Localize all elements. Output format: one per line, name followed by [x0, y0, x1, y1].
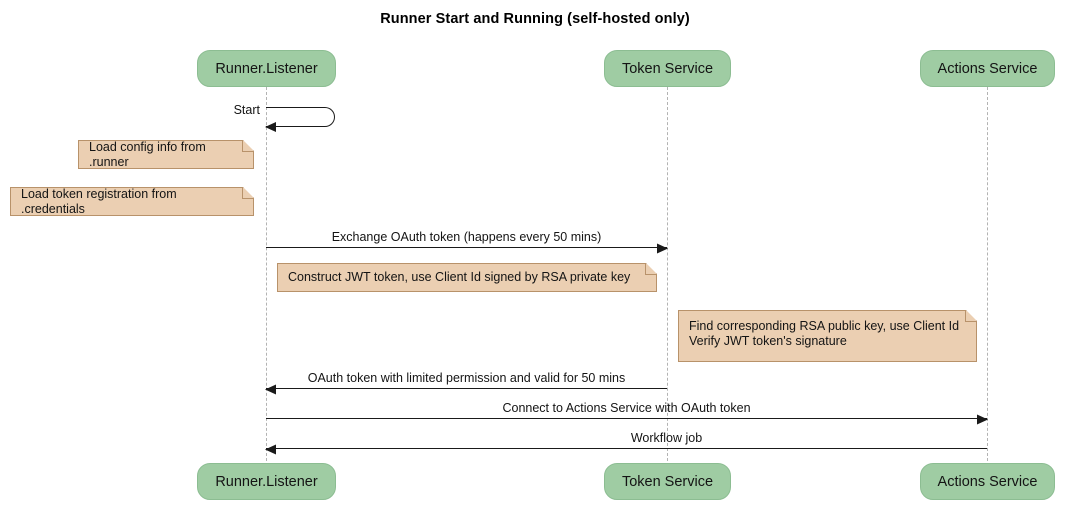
- arrow-head-icon: [265, 444, 276, 455]
- note-fold-icon: [243, 187, 254, 198]
- participant-actions-top[interactable]: Actions Service: [920, 50, 1055, 87]
- note-fold-corner-icon: [645, 263, 657, 275]
- message-line: [266, 388, 667, 389]
- note-text: Find corresponding RSA public key, use C…: [689, 319, 960, 348]
- note-text: Construct JWT token, use Client Id signe…: [288, 270, 631, 284]
- participant-label: Runner.Listener: [215, 60, 318, 77]
- message-exchange-oauth-token: Exchange OAuth token (happens every 50 m…: [266, 222, 668, 254]
- note-text: Load config info from .runner: [89, 139, 206, 169]
- note-construct-jwt: Construct JWT token, use Client Id signe…: [277, 263, 657, 292]
- participant-label: Runner.Listener: [215, 473, 318, 490]
- note-text: Load token registration from .credential…: [21, 186, 177, 216]
- note-fold-corner-icon: [242, 140, 254, 152]
- note-fold-icon: [646, 263, 657, 274]
- message-line: [266, 418, 987, 419]
- message-workflow-job: Workflow job: [265, 423, 987, 455]
- participant-label: Token Service: [621, 60, 714, 77]
- note-load-config: Load config info from .runner: [78, 140, 254, 169]
- arrow-head-icon: [265, 384, 276, 395]
- lifeline-actions: [987, 87, 988, 461]
- participant-label: Actions Service: [937, 60, 1038, 77]
- note-fold-icon: [966, 310, 977, 321]
- participant-label: Actions Service: [937, 473, 1038, 490]
- participant-label: Token Service: [621, 473, 714, 490]
- participant-runner-bottom[interactable]: Runner.Listener: [197, 463, 336, 500]
- self-message-start-label: Start: [233, 103, 260, 117]
- arrow-head-icon: [977, 414, 988, 425]
- message-line: [266, 247, 667, 248]
- lifeline-token: [667, 87, 668, 461]
- participant-token-top[interactable]: Token Service: [604, 50, 731, 87]
- message-label: OAuth token with limited permission and …: [307, 371, 626, 385]
- arrow-head-icon: [657, 243, 668, 254]
- message-label: Exchange OAuth token (happens every 50 m…: [331, 230, 602, 244]
- page-title: Runner Start and Running (self-hosted on…: [380, 11, 690, 27]
- lifeline-runner: [266, 87, 267, 461]
- participant-token-bottom[interactable]: Token Service: [604, 463, 731, 500]
- note-load-token-registration: Load token registration from .credential…: [10, 187, 254, 216]
- participant-runner-top[interactable]: Runner.Listener: [197, 50, 336, 87]
- message-oauth-token-response: OAuth token with limited permission and …: [265, 363, 667, 395]
- self-message-start: [265, 107, 335, 132]
- note-fold-icon: [243, 140, 254, 151]
- message-connect-actions-service: Connect to Actions Service with OAuth to…: [266, 393, 988, 425]
- message-line: [266, 448, 987, 449]
- note-fold-corner-icon: [965, 310, 977, 322]
- arrow-head-icon: [265, 122, 276, 132]
- message-label: Connect to Actions Service with OAuth to…: [502, 401, 751, 415]
- participant-actions-bottom[interactable]: Actions Service: [920, 463, 1055, 500]
- note-fold-corner-icon: [242, 187, 254, 199]
- note-verify-jwt: Find corresponding RSA public key, use C…: [678, 310, 977, 362]
- message-label: Workflow job: [630, 431, 703, 445]
- self-message-loop: [266, 107, 335, 127]
